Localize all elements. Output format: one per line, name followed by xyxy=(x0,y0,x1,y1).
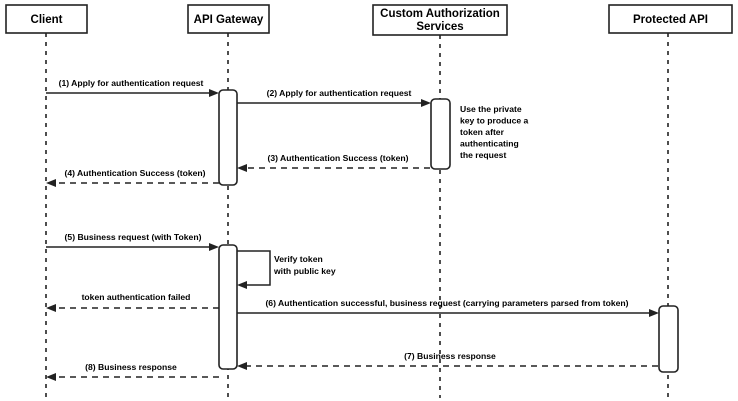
participant-api-gateway-label: API Gateway xyxy=(194,14,264,26)
message-token-authentication-failed-label: token authentication failed xyxy=(82,292,191,302)
message-4-arrowhead xyxy=(46,179,56,187)
message-5-label: (5) Business request (with Token) xyxy=(65,232,202,242)
message-3-arrowhead xyxy=(237,164,247,172)
message-verify-token-path xyxy=(237,250,271,286)
participant-headers-group: Client API Gateway Custom Authorization … xyxy=(5,4,733,36)
message-5[interactable]: (5) Business request (with Token) xyxy=(46,232,219,251)
message-2-arrowhead xyxy=(421,99,431,107)
message-4[interactable]: (4) Authentication Success (token) xyxy=(46,168,219,187)
message-2-label: (2) Apply for authentication request xyxy=(267,88,412,98)
message-1-label: (1) Apply for authentication request xyxy=(59,78,204,88)
activation-protected-api xyxy=(658,305,679,373)
message-4-label: (4) Authentication Success (token) xyxy=(64,168,205,178)
message-verify-token-label-line2: with public key xyxy=(273,266,336,276)
activation-gateway-business xyxy=(218,244,238,370)
message-3-label: (3) Authentication Success (token) xyxy=(267,153,408,163)
message-7[interactable]: (7) Business response xyxy=(237,351,658,370)
message-2[interactable]: (2) Apply for authentication request xyxy=(237,88,431,107)
message-6[interactable]: (6) Authentication successful, business … xyxy=(237,298,659,317)
activation-gateway-auth xyxy=(218,89,238,186)
participant-custom-authorization-services-box xyxy=(372,4,508,36)
participant-api-gateway[interactable]: API Gateway xyxy=(187,4,270,34)
activations-group xyxy=(218,89,679,373)
message-8[interactable]: (8) Business response xyxy=(46,362,219,381)
message-7-label: (7) Business response xyxy=(404,351,496,361)
message-8-label: (8) Business response xyxy=(85,362,177,372)
lifelines-group xyxy=(45,33,669,398)
participant-protected-api-box xyxy=(608,4,733,34)
participant-client-box xyxy=(5,4,88,34)
message-verify-token-label-line1: Verify token xyxy=(274,254,323,264)
note-private-key-line-2: key to produce a xyxy=(460,116,529,126)
message-5-arrowhead xyxy=(209,243,219,251)
note-private-key-line-4: authenticating xyxy=(460,139,519,149)
participant-protected-api-label: Protected API xyxy=(633,14,708,26)
message-verify-token-self[interactable]: Verify token with public key xyxy=(237,250,336,289)
note-private-key: Use the private key to produce a token a… xyxy=(460,104,529,160)
note-private-key-line-1: Use the private xyxy=(460,104,522,114)
message-verify-token-arrowhead xyxy=(237,281,247,289)
message-1-arrowhead xyxy=(209,89,219,97)
message-3[interactable]: (3) Authentication Success (token) xyxy=(237,153,430,172)
participant-client[interactable]: Client xyxy=(5,4,88,34)
message-token-authentication-failed[interactable]: token authentication failed xyxy=(46,292,219,312)
activation-auth-service xyxy=(430,98,451,170)
message-6-arrowhead xyxy=(649,309,659,317)
note-private-key-line-3: token after xyxy=(460,127,505,137)
note-private-key-line-5: the request xyxy=(460,150,506,160)
participant-custom-authorization-services-label-line2: Services xyxy=(416,21,463,33)
message-token-authentication-failed-arrowhead xyxy=(46,304,56,312)
message-7-arrowhead xyxy=(237,362,247,370)
message-6-label: (6) Authentication successful, business … xyxy=(265,298,628,308)
message-1[interactable]: (1) Apply for authentication request xyxy=(46,78,219,97)
participant-client-label: Client xyxy=(31,14,63,26)
participant-custom-authorization-services-label-line1: Custom Authorization xyxy=(380,8,500,20)
message-8-arrowhead xyxy=(46,373,56,381)
participant-custom-authorization-services[interactable]: Custom Authorization Services xyxy=(372,4,508,36)
participant-protected-api[interactable]: Protected API xyxy=(608,4,733,34)
participant-api-gateway-box xyxy=(187,4,270,34)
